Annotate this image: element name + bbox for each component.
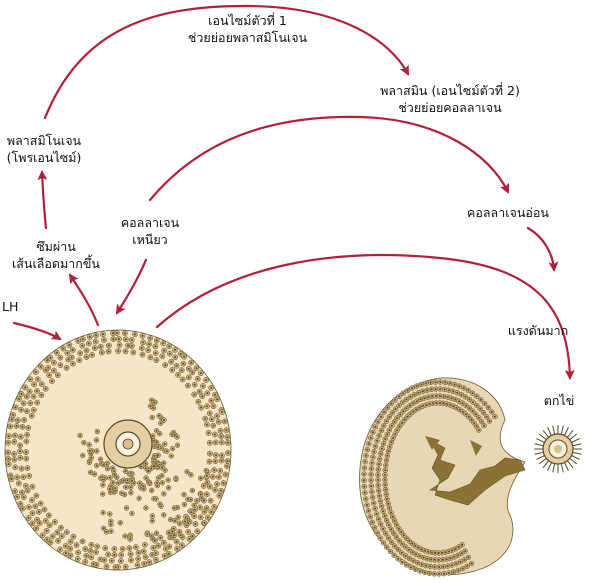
arrow-permeability-to-plasminogen: [37, 170, 48, 230]
arrow-plasminogen-to-plasmin: [43, 4, 410, 120]
plasmin-line2: ช่วยย่อยคอลลาเจน: [398, 100, 502, 115]
arrow-tough-collagen-to-follicle: [115, 258, 148, 315]
arrow-follicle-to-pressure: [155, 254, 575, 380]
weak-collagen-text: คอลลาเจนอ่อน: [467, 205, 549, 220]
label-lh: LH: [2, 298, 26, 315]
label-ovulation: ตกไข่: [534, 392, 584, 409]
plasmin-line1: พลาสมิน (เอนไซม์ตัวที่ 2): [380, 83, 520, 98]
enzyme-1-line1: เอนไซม์ตัวที่ 1: [208, 13, 287, 28]
released-ovum-icon: [534, 425, 582, 473]
label-permeability: ซึมผ่าน เส้นเลือดมากขึ้น: [4, 238, 108, 272]
arrow-weak-collagen-to-pressure: [526, 226, 559, 272]
label-pressure: แรงดันมาก: [498, 322, 578, 339]
label-tough-collagen: คอลลาเจน เหนียว: [112, 214, 188, 248]
arrow-plasmin-to-weak-collagen: [148, 115, 510, 202]
pressure-text: แรงดันมาก: [507, 323, 569, 338]
permeability-line1: ซึมผ่าน: [36, 239, 76, 254]
arrow-lh-to-follicle: [12, 321, 62, 341]
plasminogen-line2: (โพรเอนไซม์): [6, 150, 82, 165]
tough-collagen-line2: เหนียว: [132, 232, 168, 247]
label-enzyme-1: เอนไซม์ตัวที่ 1 ช่วยย่อยพลาสมิโนเจน: [160, 12, 335, 46]
permeability-line2: เส้นเลือดมากขึ้น: [12, 256, 100, 271]
arrow-follicle-to-permeability: [68, 273, 100, 327]
mature-follicle-icon: [4, 329, 232, 571]
lh-text: LH: [2, 299, 19, 314]
label-plasmin: พลาสมิน (เอนไซม์ตัวที่ 2) ช่วยย่อยคอลลาเ…: [355, 82, 545, 116]
plasminogen-line1: พลาสมิโนเจน: [6, 133, 82, 148]
ovulation-text: ตกไข่: [543, 393, 575, 408]
ruptured-follicle-icon: [359, 377, 526, 577]
label-weak-collagen: คอลลาเจนอ่อน: [458, 204, 558, 221]
label-plasminogen: พลาสมิโนเจน (โพรเอนไซม์): [2, 132, 86, 166]
enzyme-1-line2: ช่วยย่อยพลาสมิโนเจน: [187, 30, 308, 45]
tough-collagen-line1: คอลลาเจน: [120, 215, 180, 230]
